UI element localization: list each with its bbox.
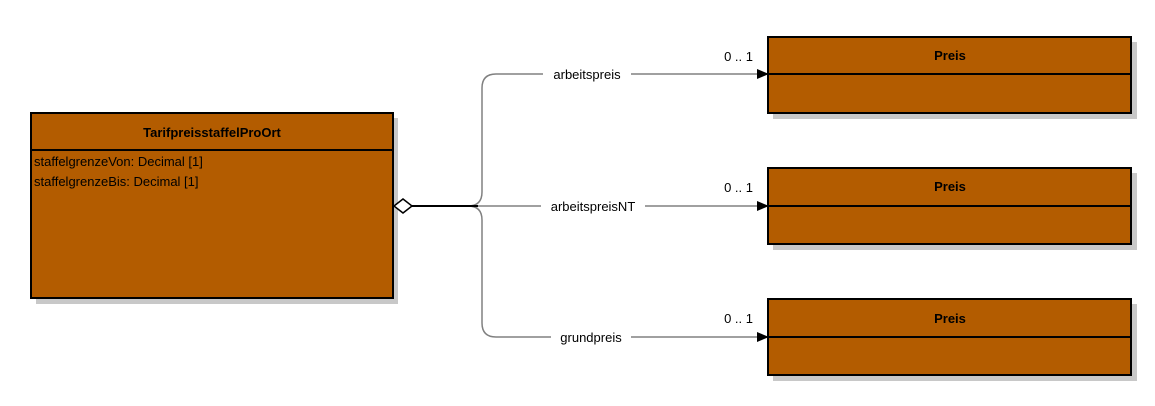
role-label-grundpreis: grundpreis: [560, 330, 622, 345]
class-attribute: staffelgrenzeBis: Decimal [1]: [34, 174, 199, 189]
class-preis[interactable]: Preis: [767, 167, 1137, 250]
class-name: Preis: [934, 311, 966, 326]
role-label-bg: [543, 64, 631, 84]
class-attribute: staffelgrenzeVon: Decimal [1]: [34, 154, 203, 169]
role-label-arbeitspreis: arbeitspreis: [553, 67, 621, 82]
multiplicity-label: 0 .. 1: [724, 311, 753, 326]
class-name: TarifpreisstaffelProOrt: [143, 125, 281, 140]
class-name: Preis: [934, 48, 966, 63]
multiplicity-label: 0 .. 1: [724, 49, 753, 64]
role-label-arbeitspreisnt: arbeitspreisNT: [551, 199, 636, 214]
class-tarifpreisstaffelproort[interactable]: TarifpreisstaffelProOrt staffelgrenzeVon…: [30, 112, 398, 304]
association-labels: arbeitspreis arbeitspreisNT grundpreis 0…: [541, 49, 753, 347]
aggregation-diamond-icon: [392, 198, 414, 214]
association-line-grundpreis[interactable]: [412, 205, 769, 342]
class-name: Preis: [934, 179, 966, 194]
multiplicity-label: 0 .. 1: [724, 180, 753, 195]
class-preis[interactable]: Preis: [767, 298, 1137, 381]
class-box: [30, 112, 394, 299]
association-line-arbeitspreis[interactable]: [412, 69, 769, 207]
role-label-bg: [551, 327, 631, 347]
class-preis[interactable]: Preis: [767, 36, 1137, 119]
role-label-bg: [541, 196, 645, 216]
